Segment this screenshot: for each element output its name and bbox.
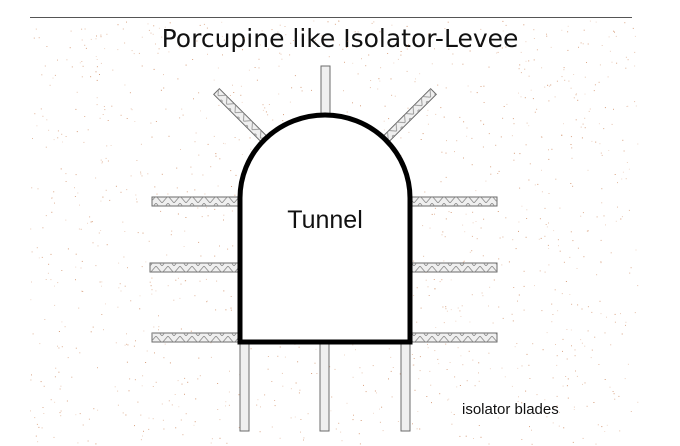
isolator-blades <box>149 65 498 432</box>
isolator-blade <box>151 332 241 343</box>
isolator-blades-label: isolator blades <box>462 401 559 418</box>
isolator-blade <box>409 332 498 343</box>
diagram-title: Porcupine like Isolator-Levee <box>161 24 519 53</box>
isolator-blade <box>320 65 331 119</box>
isolator-blade <box>239 342 250 432</box>
top-rule <box>30 17 632 18</box>
isolator-blade <box>409 196 498 207</box>
isolator-blade <box>149 262 241 273</box>
isolator-blade <box>319 342 330 432</box>
isolator-blade <box>379 88 437 146</box>
tunnel-outline <box>237 112 413 345</box>
isolator-blade <box>151 196 241 207</box>
isolator-blade <box>213 88 271 146</box>
isolator-blade <box>400 342 411 432</box>
tunnel-label: Tunnel <box>287 206 363 234</box>
isolator-blade <box>409 262 498 273</box>
